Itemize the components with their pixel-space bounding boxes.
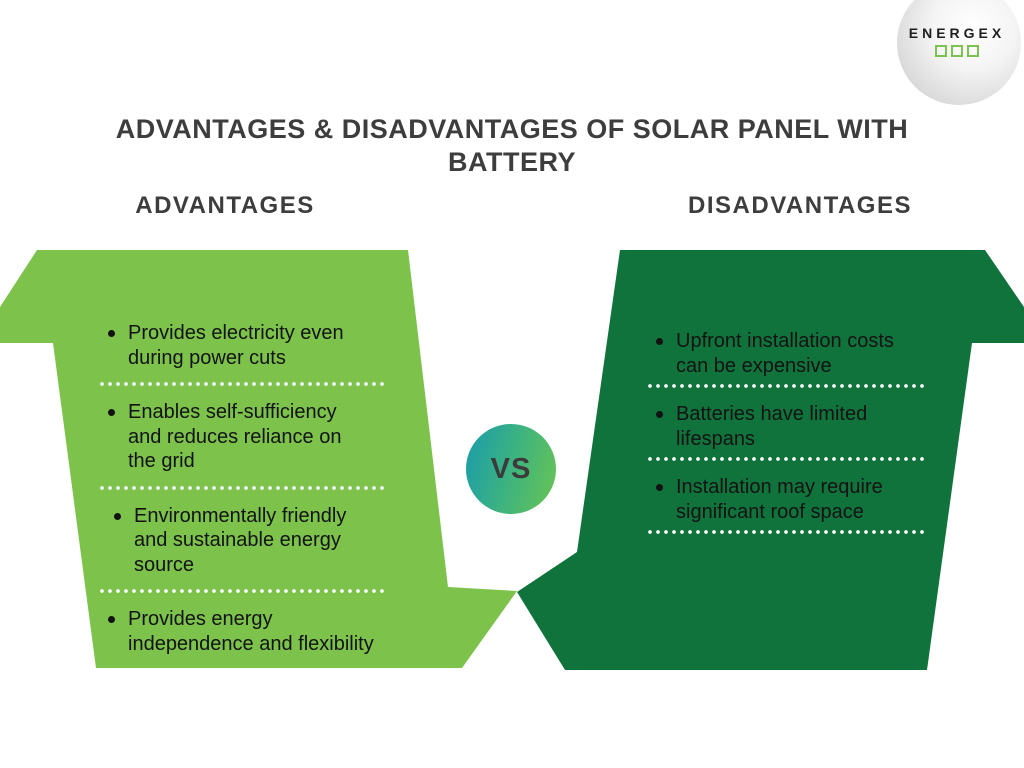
dotted-divider <box>648 530 926 534</box>
list-item: Enables self-sufficiency and reduces rel… <box>100 400 392 474</box>
dotted-divider <box>648 384 926 388</box>
bullet-icon <box>108 409 115 416</box>
list-item: Environmentally friendly and sustainable… <box>100 504 392 578</box>
list-item: Installation may require significant roo… <box>648 475 936 524</box>
bullet-icon <box>656 338 663 345</box>
list-item-text: Batteries have limited lifespans <box>676 403 868 450</box>
page-title-line-2: BATTERY <box>448 147 576 178</box>
list-item: Batteries have limited lifespans <box>648 402 936 451</box>
advantages-list: Provides electricity even during power c… <box>100 321 392 656</box>
dotted-divider <box>100 485 385 490</box>
vs-label: VS <box>490 452 532 485</box>
list-item: Upfront installation costs can be expens… <box>648 329 936 378</box>
list-item-text: Installation may require significant roo… <box>676 476 883 523</box>
disadvantages-heading: DISADVANTAGES <box>688 192 912 219</box>
advantages-panel-shape <box>0 250 517 668</box>
page-title-line-1: ADVANTAGES & DISADVANTAGES OF SOLAR PANE… <box>115 114 909 145</box>
dotted-divider <box>648 457 926 461</box>
vs-badge: VS <box>466 424 556 514</box>
list-item-text: Provides energy independence and flexibi… <box>128 608 374 655</box>
logo-square-icon <box>951 45 963 57</box>
list-item-text: Provides electricity even during power c… <box>128 322 344 369</box>
disadvantages-list: Upfront installation costs can be expens… <box>648 329 936 548</box>
bullet-icon <box>108 330 115 337</box>
bullet-icon <box>656 411 663 418</box>
logo-wordmark: ENERGEX <box>908 25 1006 41</box>
bullet-icon <box>108 616 115 623</box>
bullet-icon <box>656 484 663 491</box>
dotted-divider <box>100 589 385 593</box>
energex-logo: ENERGEX <box>897 0 1021 105</box>
page-title: ADVANTAGES & DISADVANTAGES OF SOLAR PANE… <box>0 113 1024 179</box>
logo-squares-icon <box>897 45 1017 57</box>
list-item: Provides electricity even during power c… <box>100 321 392 370</box>
list-item-text: Upfront installation costs can be expens… <box>676 330 894 377</box>
logo-square-icon <box>967 45 979 57</box>
list-item-text: Enables self-sufficiency and reduces rel… <box>128 401 342 472</box>
bullet-icon <box>114 512 121 520</box>
logo-square-icon <box>935 45 947 57</box>
advantages-heading: ADVANTAGES <box>135 192 315 219</box>
list-item-text: Environmentally friendly and sustainable… <box>134 504 347 576</box>
list-item: Provides energy independence and flexibi… <box>100 607 392 656</box>
dotted-divider <box>100 382 385 386</box>
